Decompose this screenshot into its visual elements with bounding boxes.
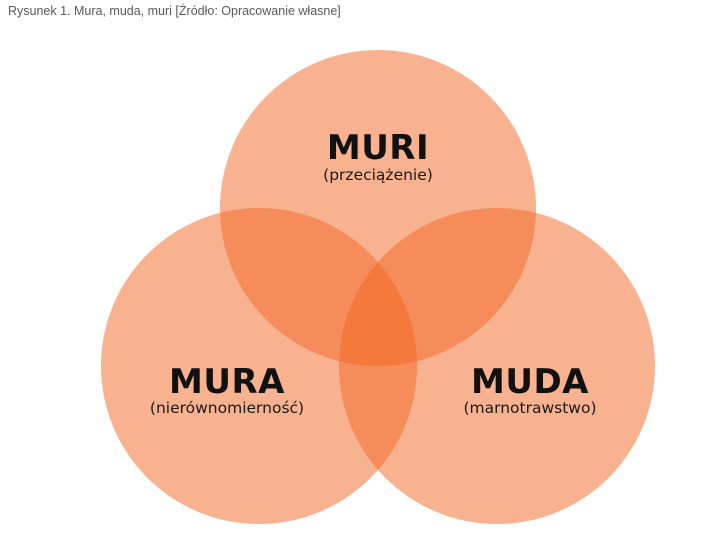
figure-caption: Rysunek 1. Mura, muda, muri [Źródło: Opr…	[8, 4, 341, 18]
mura-title: MURA	[169, 362, 285, 402]
muri-subtitle: (przeciążenie)	[323, 166, 433, 184]
muda-subtitle: (marnotrawstwo)	[463, 399, 596, 417]
muda-title: MUDA	[471, 362, 589, 402]
circle-mura	[101, 208, 417, 524]
circle-muda	[339, 208, 655, 524]
mura-subtitle: (nierównomierność)	[150, 399, 304, 417]
muri-title: MURI	[327, 128, 429, 168]
